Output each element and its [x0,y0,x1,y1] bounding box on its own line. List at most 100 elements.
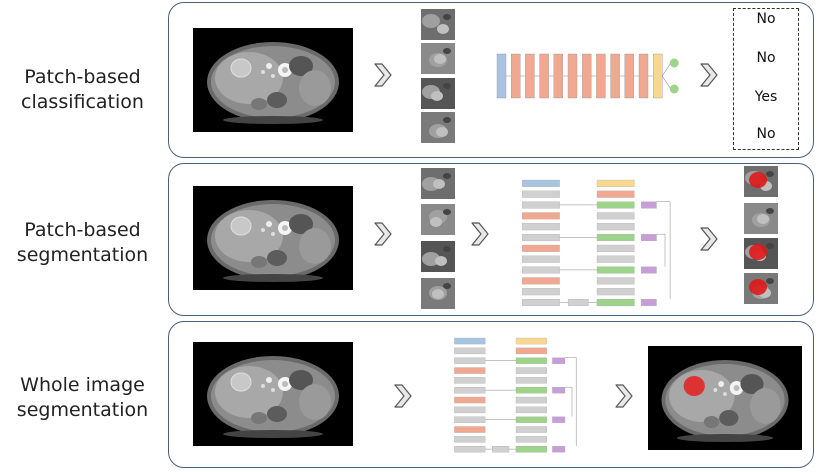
cnn-layer-block [553,53,563,99]
row-label-line2: segmentation [16,244,149,266]
chevron-right-icon [470,222,490,246]
image-patch [421,78,455,109]
mri-slice-image [193,28,353,132]
classification-output-box: No No Yes No [733,8,799,150]
unet-encoder-block [522,266,560,274]
cnn-layer-block [638,53,649,99]
segmented-patch [744,273,778,304]
unet-concat-block [641,266,657,274]
row-label-line1: Patch-based [24,66,141,88]
chevron-right-icon [373,222,393,246]
image-patch [421,43,455,74]
row-label-line1: Patch-based [24,219,141,241]
cnn-layer-block [539,53,549,99]
unet-decoder-block [515,426,547,433]
segmented-patch [744,238,778,269]
cnn-architecture-diagram [495,50,690,102]
classification-answer: Yes [754,89,778,105]
row-label-line2: classification [21,91,144,113]
row-label-patch-segmentation: Patch-based segmentation [0,218,165,268]
chevron-right-icon [393,384,413,408]
unet-decoder-block [515,377,547,384]
unet-encoder-block [454,446,486,453]
unet-architecture-diagram [512,174,682,314]
image-patch [421,204,455,235]
unet-decoder-block [515,406,547,414]
chevron-right-icon [373,63,393,87]
mri-slice-image [193,186,353,290]
cnn-layer-block [596,53,606,99]
unet-decoder-block [596,288,635,296]
unet-bottleneck-block [515,446,547,453]
unet-bottleneck-block [492,446,510,453]
unet-encoder-block [522,277,560,285]
unet-concat-block [552,387,566,394]
unet-decoder-block [596,266,635,274]
unet-encoder-block [454,377,486,384]
chevron-right-icon [614,384,634,408]
unet-concat-block [552,357,566,364]
unet-decoder-block [596,190,635,198]
unet-encoder-block [522,223,560,231]
unet-decoder-block [515,396,547,404]
unet-encoder-block [454,426,486,433]
row-label-line2: segmentation [16,399,149,421]
unet-decoder-block [515,367,547,374]
unet-concat-block [641,234,657,242]
unet-encoder-block [454,337,486,345]
unet-decoder-block [596,244,635,252]
unet-concat-block [552,446,566,453]
unet-decoder-block [596,255,635,263]
cnn-layer-block [581,53,592,99]
unet-encoder-block [454,396,486,404]
unet-encoder-block [522,201,560,209]
classification-answer: No [756,50,776,66]
unet-encoder-block [454,406,486,414]
chevron-right-icon [699,227,719,251]
output-node [669,84,679,94]
unet-encoder-block [454,357,486,364]
unet-encoder-block [522,288,560,296]
unet-decoder-block [515,347,547,355]
row-label-line1: Whole image [20,374,145,396]
unet-decoder-block [596,223,635,231]
unet-decoder-block [515,387,547,394]
unet-bottleneck-block [596,299,635,307]
output-node [669,58,679,68]
unet-architecture-diagram [446,332,586,460]
unet-encoder-block [522,212,560,220]
cnn-layer-block [525,53,535,99]
unet-encoder-block [454,367,486,374]
cnn-layer-block [624,53,635,99]
segmented-patch [744,203,778,234]
unet-encoder-block [454,387,486,394]
row-label-whole-segmentation: Whole image segmentation [0,373,165,423]
unet-encoder-block [522,234,560,242]
unet-encoder-block [454,436,486,443]
unet-decoder-block [596,179,635,187]
unet-concat-block [641,201,657,209]
unet-encoder-block [522,244,560,252]
cnn-layer-block [610,53,620,99]
mri-slice-image [193,342,353,446]
unet-encoder-block [522,255,560,263]
cnn-layer-block [652,53,663,99]
unet-decoder-block [515,436,547,443]
unet-encoder-block [454,416,486,423]
cnn-layer-block [496,53,507,99]
row-label-classification: Patch-based classification [0,65,165,115]
image-patch [421,168,455,199]
unet-decoder-block [596,277,635,285]
classification-answer: No [756,11,776,27]
chevron-right-icon [699,63,719,87]
image-patch [421,241,455,272]
segmented-mri-image [648,346,802,450]
unet-decoder-block [515,416,547,423]
unet-decoder-block [596,201,635,209]
unet-concat-block [552,416,566,423]
image-patch [421,278,455,309]
segmented-patch [744,166,778,197]
cnn-layer-block [567,53,578,99]
classification-answer: No [756,126,776,142]
unet-bottleneck-block [567,299,589,307]
